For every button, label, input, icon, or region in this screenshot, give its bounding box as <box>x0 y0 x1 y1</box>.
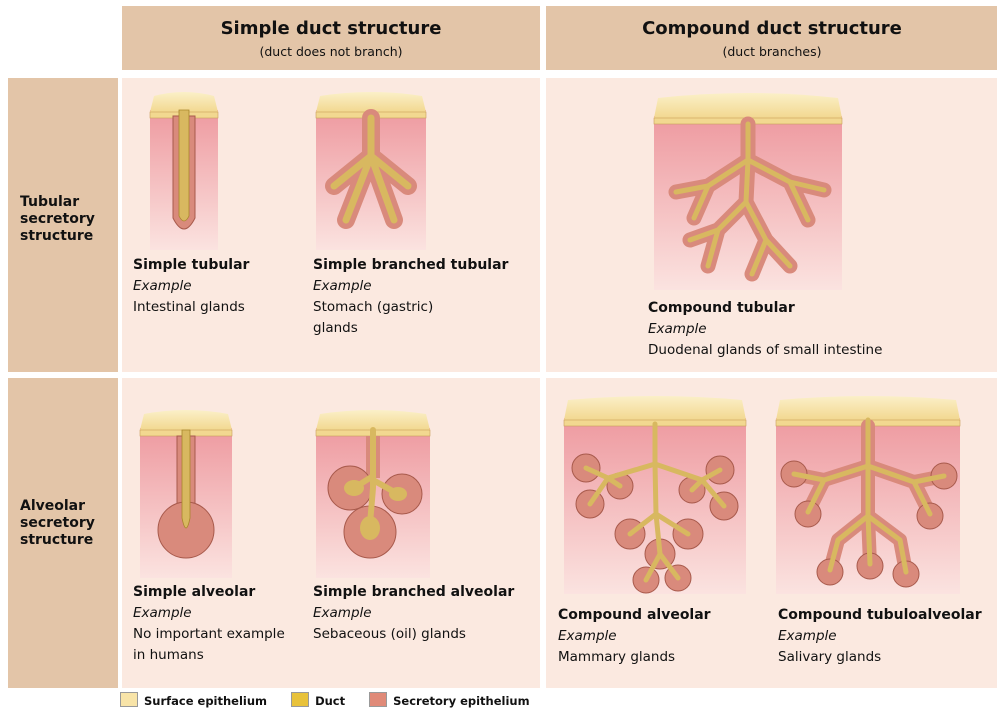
simple-tubular-example-label: Example <box>133 276 249 297</box>
surface-epithelium-swatch <box>120 692 138 707</box>
simple-branched-tubular-example-1: Stomach (gastric) <box>313 297 508 318</box>
legend-item-secretory: Secretory epithelium <box>369 692 529 708</box>
compound-alveolar-example-label: Example <box>558 626 711 647</box>
tubular-row-label: Tubular secretory structure <box>8 78 118 372</box>
compound-tubuloalveolar-example-label: Example <box>778 626 982 647</box>
compound-duct-header: Compound duct structure (duct branches) <box>546 6 997 70</box>
duct-swatch <box>291 692 309 707</box>
simple-alveolar-example-2: in humans <box>133 645 285 666</box>
compound-tubular-example: Duodenal glands of small intestine <box>648 340 882 361</box>
compound-tubuloalveolar-illustration <box>772 394 964 594</box>
compound-alveolar-name: Compound alveolar <box>558 605 711 626</box>
simple-branched-alveolar-example-label: Example <box>313 603 514 624</box>
simple-tubular-name: Simple tubular <box>133 255 249 276</box>
simple-alveolar-example-1: No important example <box>133 624 285 645</box>
compound-tubular-name: Compound tubular <box>648 298 882 319</box>
compound-tubuloalveolar-example: Salivary glands <box>778 647 982 668</box>
compound-duct-subtitle: (duct branches) <box>546 44 997 59</box>
legend-label-duct: Duct <box>315 694 345 708</box>
simple-alveolar-name: Simple alveolar <box>133 582 285 603</box>
simple-tubular-illustration <box>146 90 222 250</box>
alveolar-label-1: Alveolar <box>20 498 85 514</box>
alveolar-row-label: Alveolar secretory structure <box>8 378 118 688</box>
simple-branched-alveolar-caption: Simple branched alveolar Example Sebaceo… <box>313 582 514 645</box>
legend-item-surface: Surface epithelium <box>120 692 267 708</box>
simple-alveolar-illustration <box>136 408 236 578</box>
tubular-label-3: structure <box>20 228 93 244</box>
legend-item-duct: Duct <box>291 692 345 708</box>
simple-duct-subtitle: (duct does not branch) <box>122 44 540 59</box>
alveolar-label-2: secretory <box>20 515 95 531</box>
simple-branched-tubular-name: Simple branched tubular <box>313 255 508 276</box>
alveolar-label-3: structure <box>20 532 93 548</box>
compound-alveolar-example: Mammary glands <box>558 647 711 668</box>
secretory-epithelium-swatch <box>369 692 387 707</box>
simple-branched-tubular-caption: Simple branched tubular Example Stomach … <box>313 255 508 339</box>
tubular-label-2: secretory <box>20 211 95 227</box>
simple-duct-title: Simple duct structure <box>122 18 540 39</box>
simple-branched-tubular-example-label: Example <box>313 276 508 297</box>
compound-tubuloalveolar-name: Compound tubuloalveolar <box>778 605 982 626</box>
compound-tubuloalveolar-caption: Compound tubuloalveolar Example Salivary… <box>778 605 982 668</box>
simple-branched-tubular-illustration <box>312 90 430 250</box>
compound-duct-title: Compound duct structure <box>546 18 997 39</box>
legend-label-secretory: Secretory epithelium <box>393 694 529 708</box>
legend: Surface epithelium Duct Secretory epithe… <box>120 692 550 708</box>
simple-branched-alveolar-illustration <box>312 408 434 578</box>
simple-alveolar-example-label: Example <box>133 603 285 624</box>
simple-duct-header: Simple duct structure (duct does not bra… <box>122 6 540 70</box>
legend-label-surface: Surface epithelium <box>144 694 267 708</box>
compound-tubular-illustration <box>648 90 848 290</box>
simple-tubular-example: Intestinal glands <box>133 297 249 318</box>
tubular-label-1: Tubular <box>20 194 79 210</box>
compound-tubular-caption: Compound tubular Example Duodenal glands… <box>648 298 882 361</box>
simple-branched-alveolar-name: Simple branched alveolar <box>313 582 514 603</box>
compound-tubular-example-label: Example <box>648 319 882 340</box>
simple-tubular-caption: Simple tubular Example Intestinal glands <box>133 255 249 318</box>
compound-alveolar-illustration <box>560 394 750 594</box>
compound-alveolar-caption: Compound alveolar Example Mammary glands <box>558 605 711 668</box>
simple-branched-tubular-example-2: glands <box>313 318 508 339</box>
simple-branched-alveolar-example: Sebaceous (oil) glands <box>313 624 514 645</box>
simple-alveolar-caption: Simple alveolar Example No important exa… <box>133 582 285 666</box>
